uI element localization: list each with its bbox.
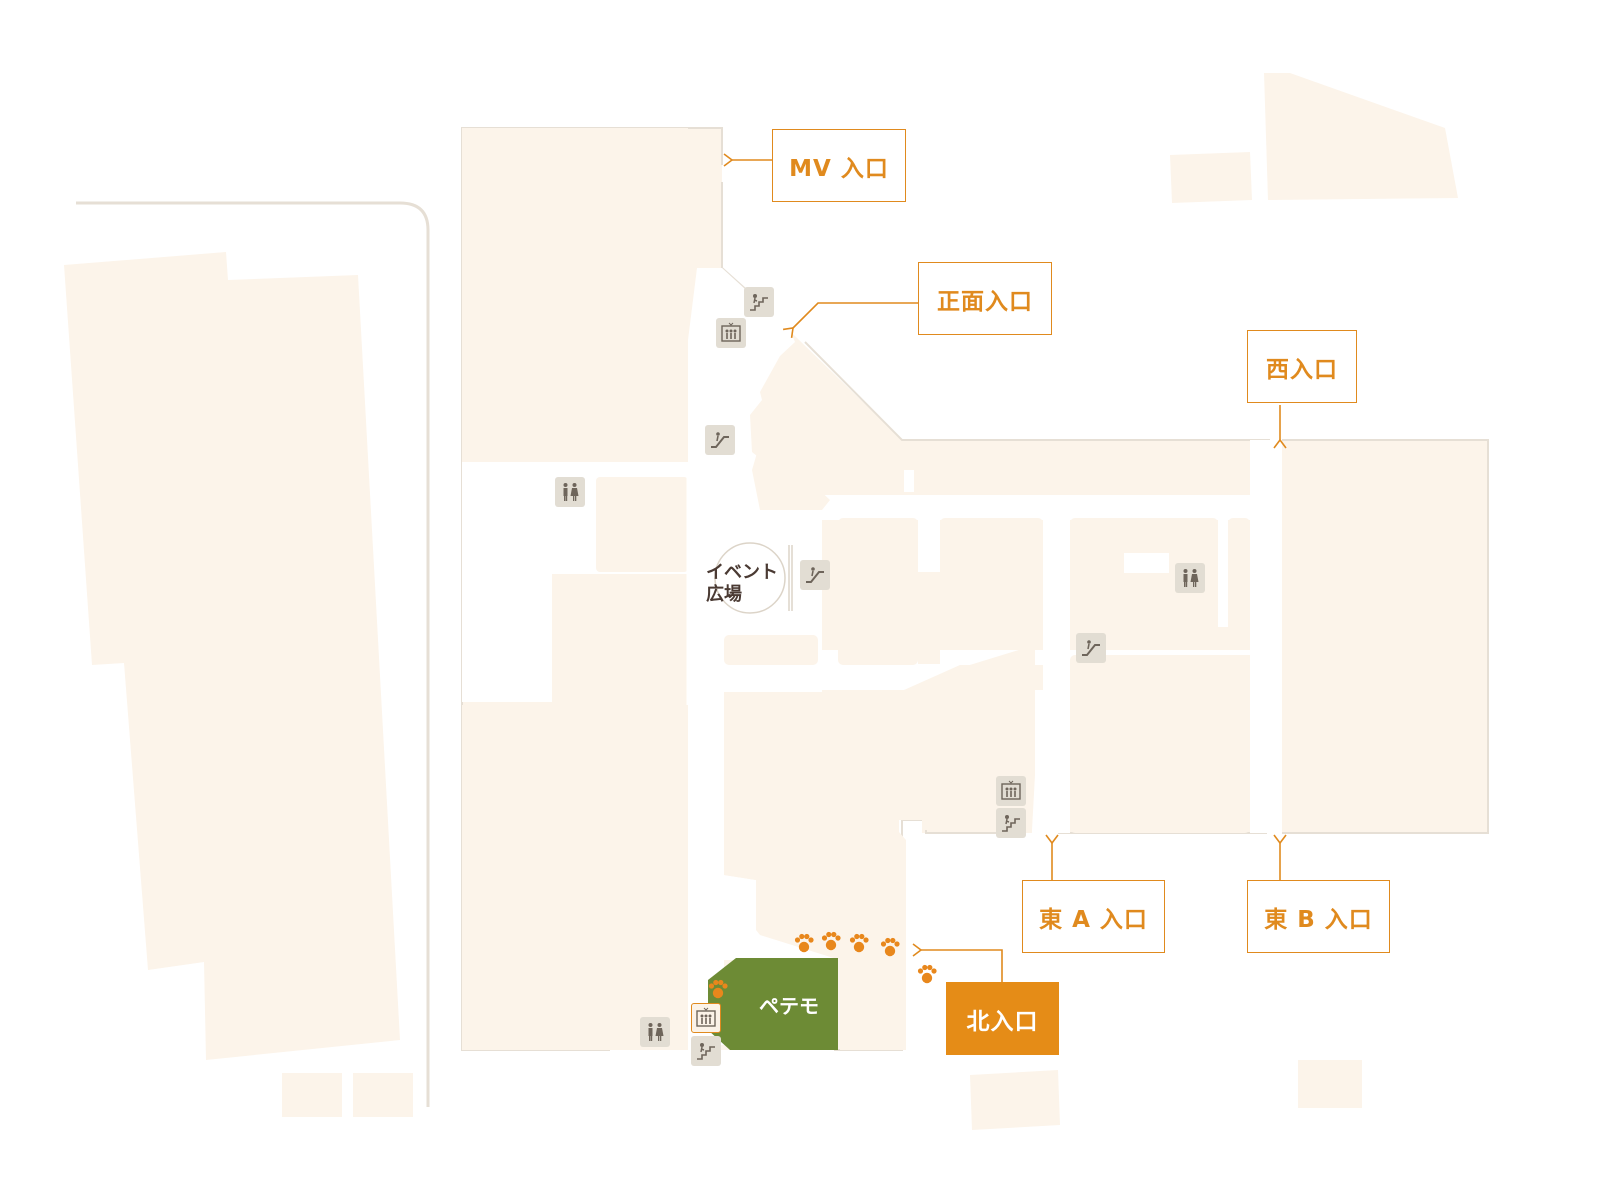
stairs-icon[interactable] <box>691 1036 721 1066</box>
entrance-label-west[interactable]: 西入口 <box>1247 330 1357 403</box>
event-plaza-label-line1: イベント <box>706 562 778 583</box>
road-outline <box>76 201 430 1107</box>
elevator-icon[interactable] <box>996 776 1026 806</box>
escalator-icon[interactable] <box>800 560 830 590</box>
entrance-label-mv[interactable]: MV 入口 <box>772 129 906 202</box>
restroom-icon[interactable] <box>555 477 585 507</box>
entrance-label-front[interactable]: 正面入口 <box>918 262 1052 335</box>
entrance-label-east-a[interactable]: 東 A 入口 <box>1022 880 1165 953</box>
event-plaza-circle <box>714 542 786 614</box>
petemo-shop-label[interactable]: ペテモ <box>759 994 819 1018</box>
escalator-icon[interactable] <box>1076 633 1106 663</box>
entrance-arrows <box>723 153 1287 982</box>
elevator-icon[interactable] <box>716 318 746 348</box>
entrance-label-east-b[interactable]: 東 B 入口 <box>1247 880 1390 953</box>
stairs-icon[interactable] <box>996 808 1026 838</box>
entrance-label-north[interactable]: 北入口 <box>946 982 1059 1055</box>
petemo-shop[interactable] <box>708 958 838 1050</box>
outside-buildings <box>64 73 1458 1130</box>
shop-blocks <box>462 128 1250 1050</box>
restroom-icon[interactable] <box>1175 563 1205 593</box>
elevator-icon[interactable] <box>691 1003 721 1033</box>
stairs-icon[interactable] <box>744 287 774 317</box>
paw-print-icon <box>917 964 937 984</box>
event-plaza-label-line2: 広場 <box>706 584 742 605</box>
restroom-icon[interactable] <box>640 1017 670 1047</box>
escalator-icon[interactable] <box>705 425 735 455</box>
event-plaza-label: イベント 広場 <box>706 562 786 606</box>
